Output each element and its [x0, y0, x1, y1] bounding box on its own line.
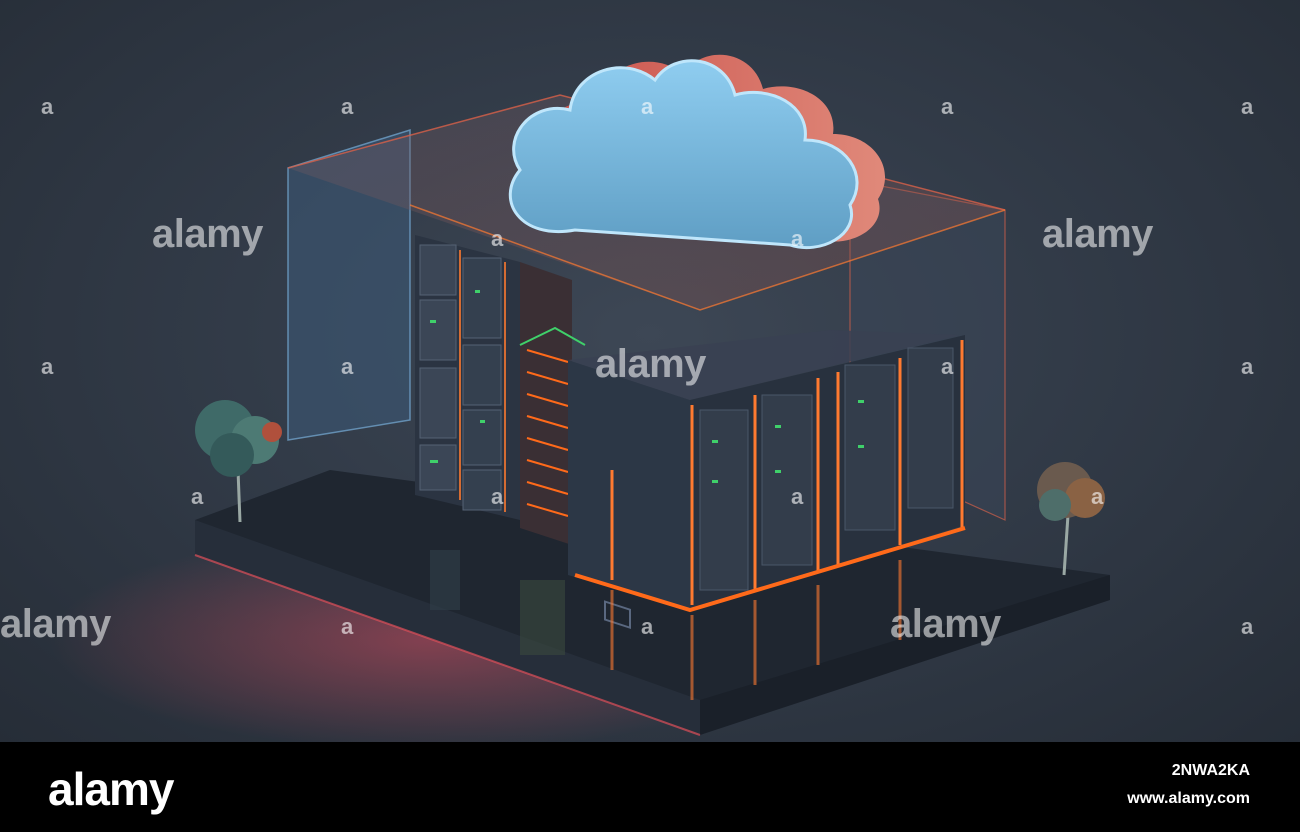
footer-logo: alamy [48, 763, 174, 815]
watermark-letter: a [41, 354, 53, 379]
watermark-letter: a [941, 94, 953, 119]
server-rack-middle [519, 262, 586, 545]
cloud-icon [508, 54, 886, 250]
watermark-letter: a [641, 614, 653, 639]
watermark-letter: a [941, 354, 953, 379]
watermark-letter: a [341, 354, 353, 379]
watermark-text: alamy [1042, 212, 1153, 256]
watermark-letter: a [1241, 354, 1253, 379]
watermark-letter: a [791, 226, 803, 251]
footer-bar: alamy 2NWA2KA www.alamy.com [0, 742, 1300, 832]
panel-door [604, 600, 631, 630]
watermark-letter: a [41, 94, 53, 119]
watermark-letter: a [191, 484, 203, 509]
watermark-letter: a [491, 226, 503, 251]
watermark-letter: a [1241, 94, 1253, 119]
watermark-text: alamy [0, 602, 111, 646]
central-block-front [568, 360, 690, 610]
server-racks-right [690, 335, 965, 610]
central-block-top [568, 330, 960, 400]
watermark-letter: a [341, 94, 353, 119]
watermark-text: alamy [152, 212, 263, 256]
base-right-edge [700, 575, 1110, 735]
tree-left-icon [195, 400, 282, 523]
watermark-letter: a [491, 484, 503, 509]
neon-baseline [574, 526, 966, 613]
image-id: 2NWA2KA [1171, 762, 1250, 779]
watermark-letter: a [791, 484, 803, 509]
glass-wall-left [288, 130, 410, 440]
server-racks-left [415, 235, 520, 520]
watermark-letter: a [341, 614, 353, 639]
tree-right-icon [1037, 462, 1105, 576]
base-platform [195, 470, 1110, 735]
datacenter-illustration [50, 54, 1110, 742]
image-stage: alamy alamy alamy alamy alamy a a a a a … [0, 0, 1300, 742]
footer-url: www.alamy.com [1127, 790, 1250, 807]
base-front-edge [195, 520, 700, 735]
floor-reflections [430, 550, 902, 700]
watermark-text: alamy [595, 342, 706, 386]
watermark-letter: a [1241, 614, 1253, 639]
watermark-letter: a [1091, 484, 1103, 509]
watermark-text: alamy [890, 602, 1001, 646]
watermark-letter: a [641, 94, 653, 119]
